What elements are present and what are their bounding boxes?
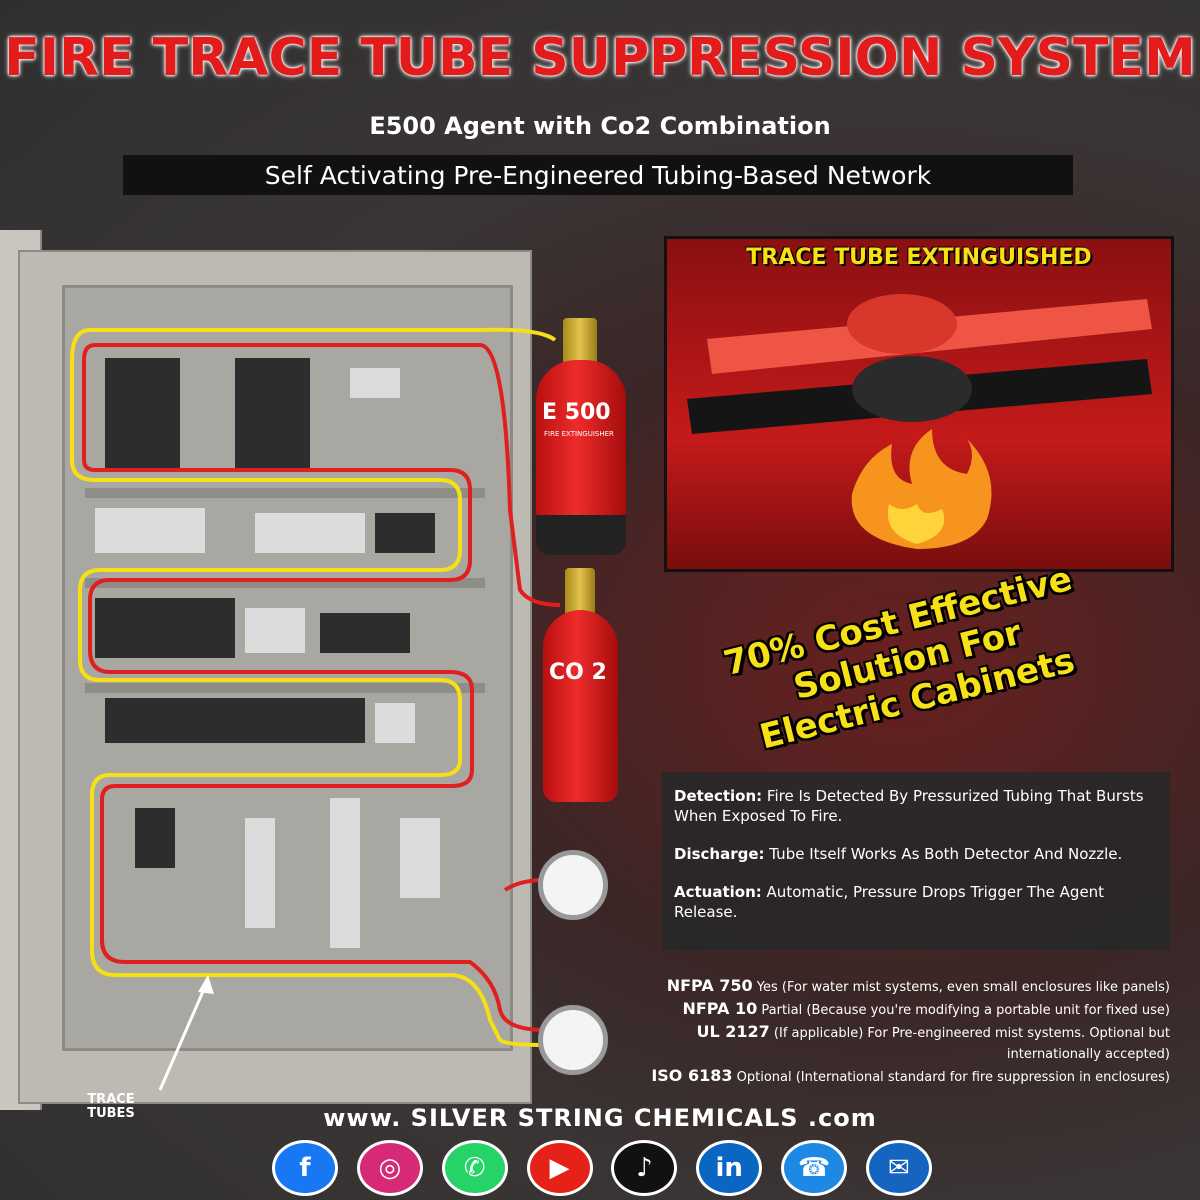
pressure-gauge-icon bbox=[538, 1005, 608, 1075]
trace-tubes-label: TRACE TUBES bbox=[87, 1092, 135, 1121]
discharge-info: Discharge: Tube Itself Works As Both Det… bbox=[674, 845, 1123, 863]
drive-module bbox=[105, 358, 180, 468]
co2-cylinder: CO 2 bbox=[543, 610, 618, 802]
page-title: FIRE TRACE TUBE SUPPRESSION SYSTEM bbox=[4, 28, 1196, 88]
phone-icon[interactable]: ☎ bbox=[781, 1140, 848, 1196]
pressure-gauge-icon bbox=[538, 850, 608, 920]
trace-box-title: TRACE TUBE EXTINGUISHED bbox=[746, 245, 1092, 270]
cabinet-interior bbox=[62, 285, 513, 1051]
din-rail bbox=[85, 683, 485, 693]
info-box: Detection: Fire Is Detected By Pressuriz… bbox=[662, 772, 1170, 950]
tagline-banner: Self Activating Pre-Engineered Tubing-Ba… bbox=[123, 155, 1073, 195]
trace-tube-extinguished-panel: TRACE TUBE EXTINGUISHED bbox=[664, 236, 1174, 572]
e500-label: E 500 bbox=[542, 400, 611, 425]
linkedin-icon[interactable]: in bbox=[696, 1140, 763, 1196]
breaker-module bbox=[350, 368, 400, 398]
din-rail bbox=[85, 488, 485, 498]
website-link[interactable]: www. SILVER STRING CHEMICALS .com bbox=[323, 1104, 877, 1132]
drive-module bbox=[235, 358, 310, 468]
burst-tube-illustration bbox=[687, 294, 1152, 549]
facebook-icon[interactable]: f bbox=[272, 1140, 338, 1196]
e500-cylinder: E 500 FIRE EXTINGUISHER bbox=[536, 360, 626, 555]
detection-info: Detection: Fire Is Detected By Pressuriz… bbox=[674, 787, 1144, 825]
flame-icon bbox=[851, 429, 992, 549]
relay-module bbox=[375, 513, 435, 553]
terminal-column bbox=[245, 818, 275, 928]
standard-item: NFPA 750 Yes (For water mist systems, ev… bbox=[666, 976, 1170, 995]
email-icon[interactable]: ✉ bbox=[865, 1140, 932, 1196]
red-burst-icon bbox=[847, 294, 957, 354]
tiktok-icon[interactable]: ♪ bbox=[611, 1140, 678, 1196]
relay-module bbox=[375, 703, 415, 743]
terminal-block bbox=[245, 608, 305, 653]
social-icons: f ◎ ✆ ▶ ♪ in ☎ ✉ bbox=[272, 1140, 932, 1196]
relay-row bbox=[105, 698, 365, 743]
disconnect-switch bbox=[135, 808, 175, 868]
standard-item: UL 2127 (If applicable) For Pre-engineer… bbox=[696, 1022, 1171, 1062]
instagram-icon[interactable]: ◎ bbox=[356, 1140, 423, 1196]
extinguisher-small-text: FIRE EXTINGUISHER bbox=[544, 430, 614, 438]
terminal-column bbox=[330, 798, 360, 948]
youtube-icon[interactable]: ▶ bbox=[526, 1140, 593, 1196]
contactor-row bbox=[95, 598, 235, 658]
standard-item: ISO 6183 Optional (International standar… bbox=[651, 1066, 1170, 1085]
yellow-trace-tube bbox=[70, 327, 557, 1047]
co2-valve bbox=[565, 568, 595, 616]
arrow-head-icon bbox=[198, 975, 214, 994]
cylinder-base bbox=[536, 515, 626, 555]
black-burst-icon bbox=[852, 356, 972, 422]
trace-tubes-arrow bbox=[158, 979, 210, 1091]
actuation-info: Actuation: Automatic, Pressure Drops Tri… bbox=[674, 883, 1105, 921]
din-rail bbox=[85, 578, 485, 588]
terminal-column bbox=[400, 818, 440, 898]
flame-core-icon bbox=[887, 504, 945, 544]
standard-item: NFPA 10 Partial (Because you're modifyin… bbox=[682, 999, 1170, 1018]
page-subtitle: E500 Agent with Co2 Combination bbox=[369, 112, 831, 140]
red-trace-tube bbox=[82, 343, 561, 1032]
terminal-block bbox=[255, 513, 365, 553]
plc-module bbox=[320, 613, 410, 653]
power-supply bbox=[95, 508, 205, 553]
whatsapp-icon[interactable]: ✆ bbox=[441, 1140, 508, 1196]
e500-valve bbox=[563, 318, 597, 366]
co2-label: CO 2 bbox=[549, 660, 607, 685]
standards-list: NFPA 750 Yes (For water mist systems, ev… bbox=[600, 975, 1170, 1088]
